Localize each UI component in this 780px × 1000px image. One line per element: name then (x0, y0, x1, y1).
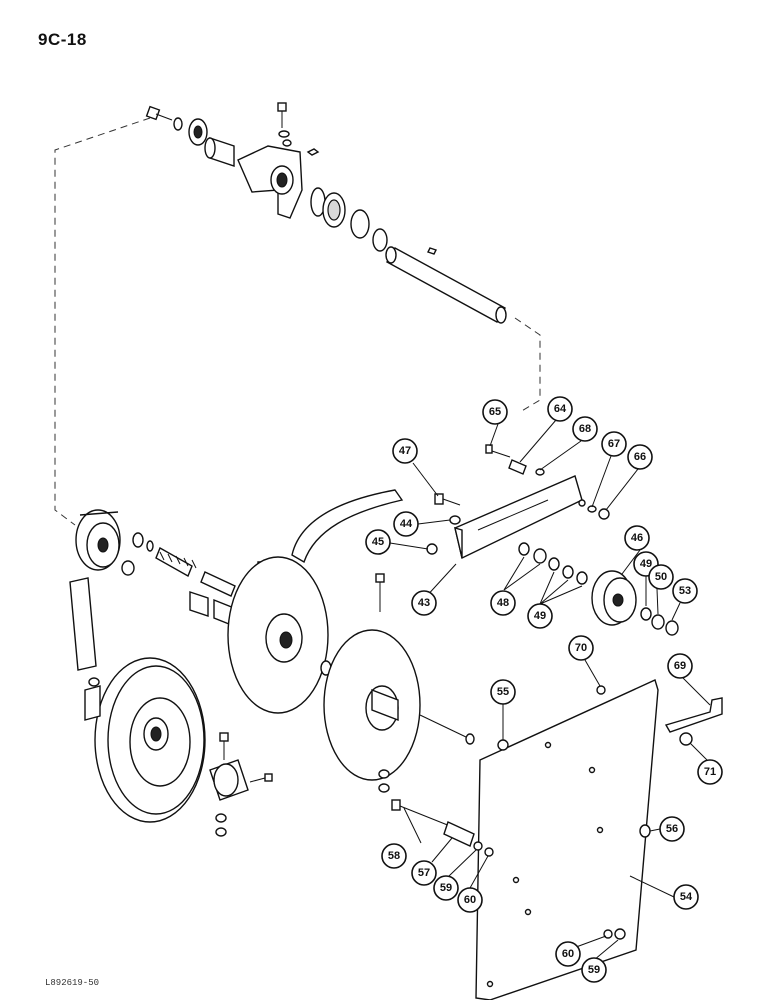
callout-70: 70 (568, 635, 594, 661)
cover-plate (475, 679, 659, 1000)
callout-label: 49 (640, 558, 652, 570)
callout-58: 58 (381, 843, 407, 869)
callout-label: 43 (418, 597, 430, 609)
callout-69: 69 (667, 653, 693, 679)
callout-label: 45 (372, 536, 384, 548)
leader-lines (389, 419, 711, 961)
callout-label: 56 (666, 823, 678, 835)
spacer-tube (443, 821, 475, 847)
callout-65: 65 (482, 399, 508, 425)
callout-66: 66 (627, 444, 653, 470)
callout-59: 59 (433, 875, 459, 901)
page-title: 9C-18 (38, 30, 87, 49)
large-pulley (84, 657, 273, 837)
callout-label: 58 (388, 850, 400, 862)
callout-71: 71 (697, 759, 723, 785)
callout-57: 57 (411, 860, 437, 886)
callout-label: 53 (679, 585, 691, 597)
callout-label: 60 (562, 948, 574, 960)
callout-label: 55 (497, 686, 509, 698)
callout-label: 71 (704, 766, 716, 778)
middle-disc (227, 489, 404, 714)
callout-label: 44 (400, 518, 413, 530)
callout-label: 69 (674, 660, 686, 672)
callout-56: 56 (659, 816, 685, 842)
callout-60: 60 (457, 887, 483, 913)
callout-label: 66 (634, 451, 646, 463)
callout-label: 60 (464, 894, 476, 906)
callout-label: 49 (534, 610, 546, 622)
bracket (664, 697, 723, 733)
callout-60-bottom: 60 (555, 941, 581, 967)
callout-67: 67 (601, 431, 627, 457)
callout-43: 43 (411, 590, 437, 616)
callout-54: 54 (673, 884, 699, 910)
callout-45: 45 (365, 529, 391, 555)
right-disc (323, 629, 475, 793)
assembly-dash-line (54, 117, 541, 526)
left-pulley-assembly (69, 509, 264, 671)
upper-bearing-assembly (145, 102, 507, 324)
callout-label: 59 (588, 964, 600, 976)
callout-50: 50 (648, 564, 674, 590)
callout-label: 57 (418, 867, 430, 879)
callout-68: 68 (572, 416, 598, 442)
drawing-reference-code: L892619-50 (45, 978, 100, 988)
tensioner-arm (426, 444, 610, 560)
callout-55: 55 (490, 679, 516, 705)
callout-label: 68 (579, 423, 591, 435)
callout-47: 47 (392, 438, 418, 464)
callout-48: 48 (490, 590, 516, 616)
callout-label: 65 (489, 406, 501, 418)
callout-label: 54 (680, 891, 693, 903)
callout-46: 46 (624, 525, 650, 551)
callout-label: 59 (440, 882, 452, 894)
callout-64: 64 (547, 396, 573, 422)
callout-label: 64 (554, 403, 567, 415)
callout-53: 53 (672, 578, 698, 604)
callout-49: 49 (527, 603, 553, 629)
callout-label: 48 (497, 597, 509, 609)
callout-label: 70 (575, 642, 587, 654)
callout-label: 47 (399, 445, 411, 457)
callout-59-bottom: 59 (581, 957, 607, 983)
callout-label: 67 (608, 438, 620, 450)
callout-44: 44 (393, 511, 419, 537)
callout-label: 50 (655, 571, 667, 583)
callout-label: 46 (631, 532, 643, 544)
idler-pulley (518, 542, 679, 636)
